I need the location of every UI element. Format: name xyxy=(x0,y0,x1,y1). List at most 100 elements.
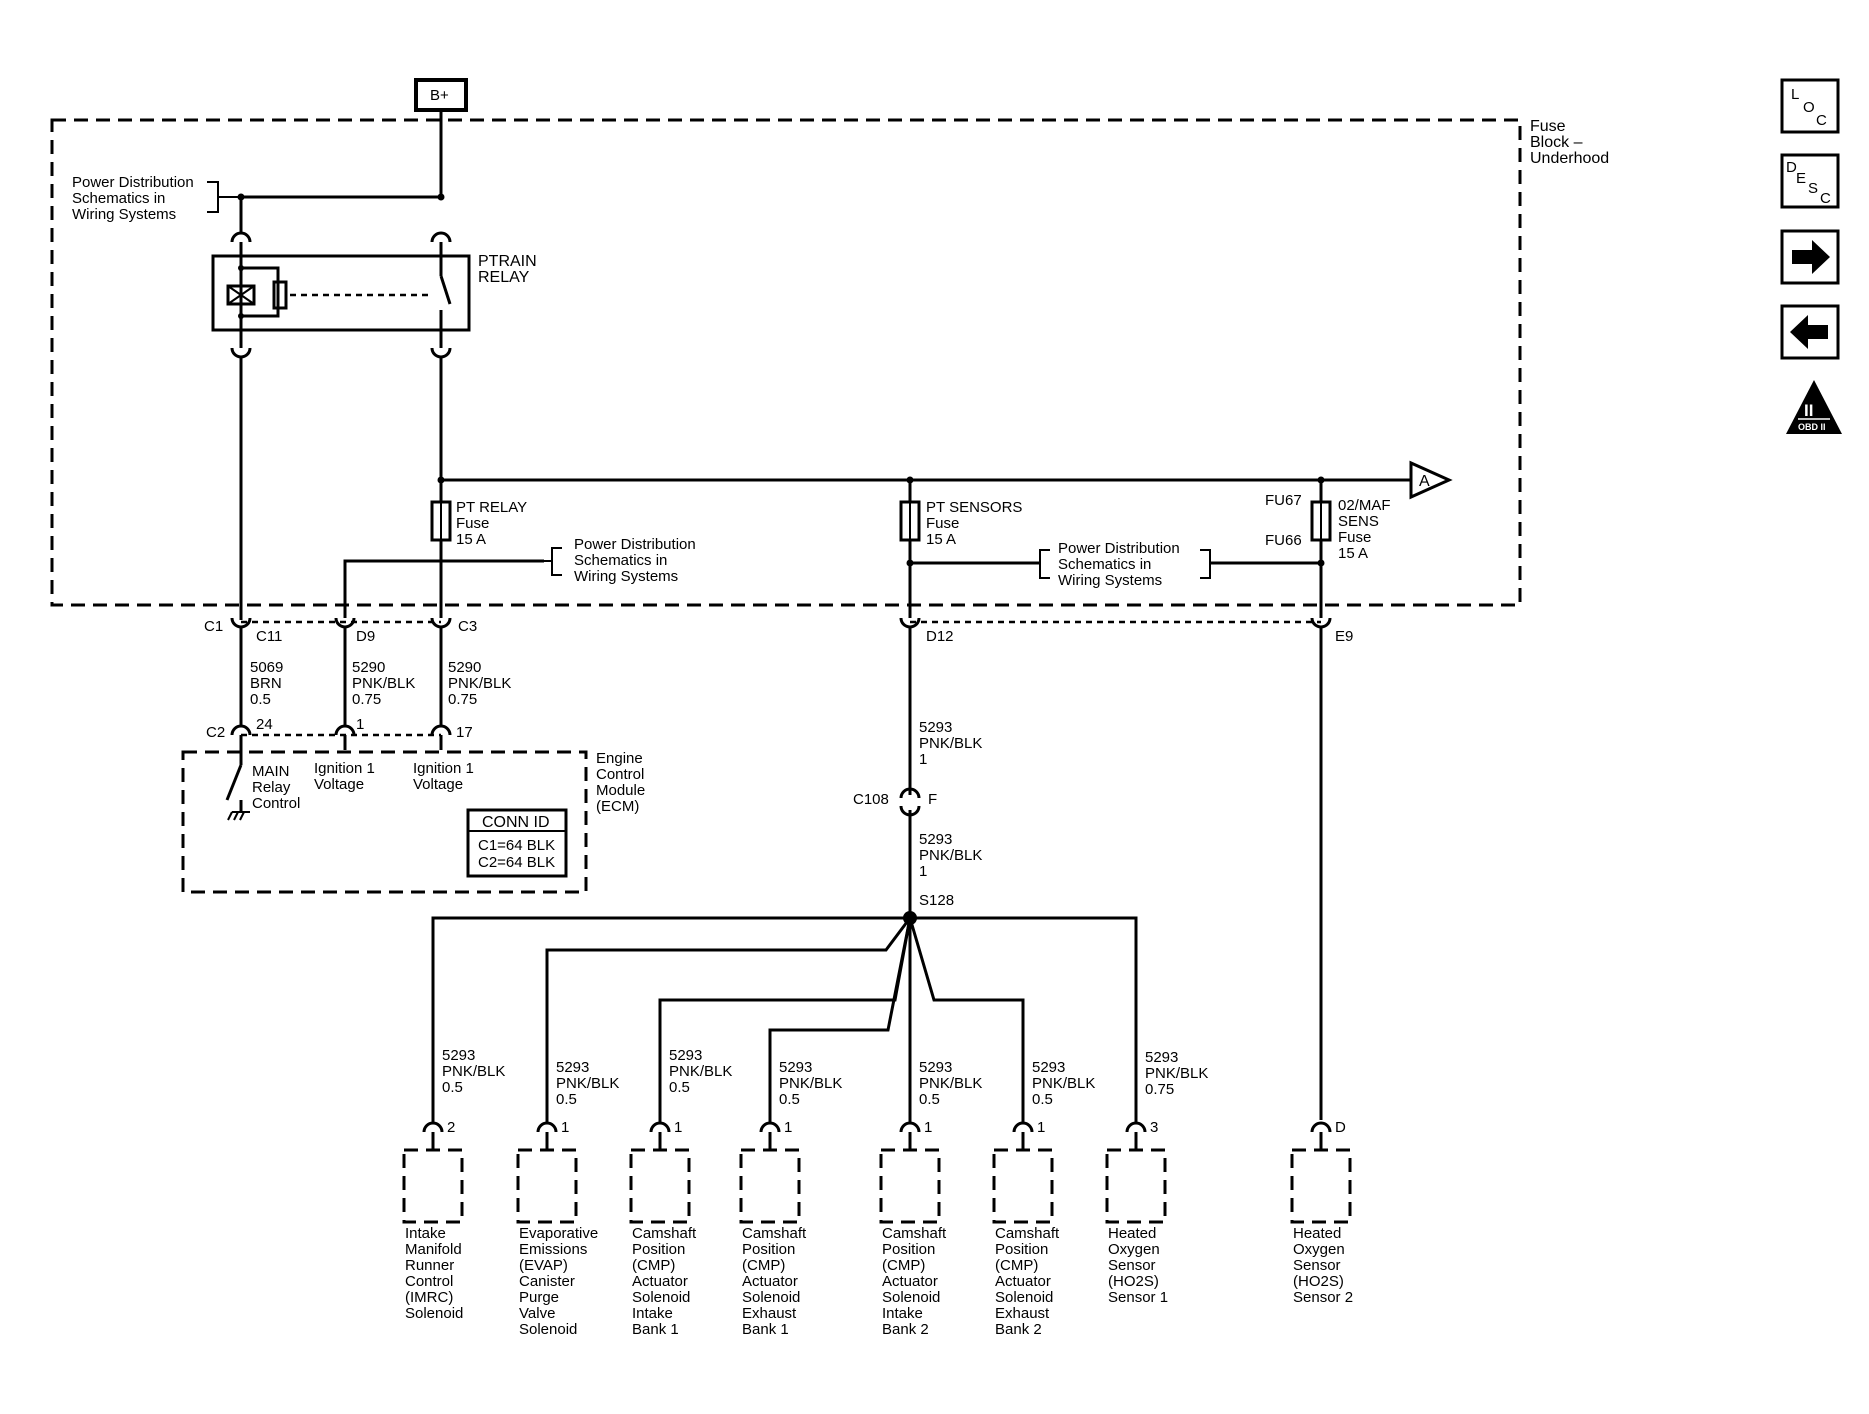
svg-text:Fuse: Fuse xyxy=(1530,118,1566,135)
load-3: 5293PNK/BLK0.51CamshaftPosition(CMP)Actu… xyxy=(739,1059,842,1338)
load-connector xyxy=(1310,1121,1332,1133)
svg-text:Fuse: Fuse xyxy=(456,515,489,532)
ecm-label: Engine Control Module (ECM) xyxy=(596,750,645,815)
conn-id-box xyxy=(466,808,568,878)
load-wire-label: 5293 xyxy=(556,1059,589,1076)
loads-group: 5293PNK/BLK0.52IntakeManifoldRunnerContr… xyxy=(402,1047,1353,1338)
load-name-line: Camshaft xyxy=(882,1225,947,1242)
svg-text:Voltage: Voltage xyxy=(314,776,364,793)
load-name-line: Camshaft xyxy=(995,1225,1060,1242)
load-name-line: Exhaust xyxy=(995,1305,1050,1322)
power-distribution-ref-top: Power Distribution Schematics in Wiring … xyxy=(72,174,194,223)
svg-text:SENS: SENS xyxy=(1338,513,1379,530)
load-pin-label: 1 xyxy=(784,1119,792,1136)
load-wire-label: 0.5 xyxy=(1032,1091,1053,1108)
load-pin-label: 2 xyxy=(447,1119,455,1136)
load-component-box xyxy=(879,1148,941,1224)
load-name-line: (IMRC) xyxy=(405,1289,453,1306)
ptrain-relay xyxy=(211,254,471,332)
load-connector xyxy=(1125,1121,1147,1133)
fuse-o2-maf-label: 02/MAF SENS Fuse 15 A FU67 FU66 xyxy=(1265,492,1391,562)
power-distribution-ref-mid-1: Power Distribution Schematics in Wiring … xyxy=(574,536,696,585)
fuse-block-label: Fuse Block – Underhood xyxy=(1530,118,1609,167)
load-name-line: Control xyxy=(405,1273,453,1290)
wire-5293-mid-label: 5293 PNK/BLK 1 xyxy=(919,831,982,880)
svg-text:15 A: 15 A xyxy=(1338,545,1368,562)
load-name-line: Solenoid xyxy=(632,1289,690,1306)
svg-text:02/MAF: 02/MAF xyxy=(1338,497,1391,514)
desc-button[interactable]: D E S C xyxy=(1780,153,1840,209)
load-5: 5293PNK/BLK0.51CamshaftPosition(CMP)Actu… xyxy=(992,1059,1095,1338)
ecm-connector-labels: C2 24 1 17 xyxy=(206,716,473,741)
load-wire-label: 5293 xyxy=(669,1047,702,1064)
load-name-line: Position xyxy=(632,1241,685,1258)
load-name-line: (CMP) xyxy=(995,1257,1038,1274)
load-name-line: Actuator xyxy=(995,1273,1051,1290)
svg-text:D: D xyxy=(1786,159,1797,176)
arrow-left-icon xyxy=(1790,315,1828,349)
load-name-line: Bank 2 xyxy=(882,1321,929,1338)
svg-text:Power Distribution: Power Distribution xyxy=(574,536,696,553)
svg-text:Engine: Engine xyxy=(596,750,643,767)
load-name-line: (HO2S) xyxy=(1293,1273,1344,1290)
svg-text:Schematics in: Schematics in xyxy=(574,552,667,569)
svg-text:Voltage: Voltage xyxy=(413,776,463,793)
load-name-line: Bank 1 xyxy=(632,1321,679,1338)
svg-text:Schematics in: Schematics in xyxy=(1058,556,1151,573)
load-name-line: Position xyxy=(882,1241,935,1258)
load-pin-label: 1 xyxy=(924,1119,932,1136)
load-name-line: Actuator xyxy=(882,1273,938,1290)
load-component-box xyxy=(992,1148,1054,1224)
load-name-line: Valve xyxy=(519,1305,555,1322)
svg-text:Control: Control xyxy=(252,795,300,812)
obd-ii-badge[interactable]: II OBD II xyxy=(1786,380,1842,434)
arrow-right-icon xyxy=(1792,240,1830,274)
svg-text:15 A: 15 A xyxy=(926,531,956,548)
load-pin-label: D xyxy=(1335,1119,1346,1136)
svg-text:BRN: BRN xyxy=(250,675,282,692)
svg-text:C1: C1 xyxy=(204,618,223,635)
load-component-box xyxy=(1290,1148,1352,1224)
load-wire-label: 5293 xyxy=(442,1047,475,1064)
load-name-line: Emissions xyxy=(519,1241,587,1258)
load-name-line: Manifold xyxy=(405,1241,462,1258)
load-name-line: Oxygen xyxy=(1108,1241,1160,1258)
previous-page-button[interactable] xyxy=(1780,304,1840,360)
svg-text:F: F xyxy=(928,791,937,808)
load-name-line: Intake xyxy=(882,1305,923,1322)
load-name-line: Solenoid xyxy=(405,1305,463,1322)
svg-text:1: 1 xyxy=(919,863,927,880)
load-name-line: Heated xyxy=(1108,1225,1156,1242)
loc-button[interactable]: L O C xyxy=(1780,78,1840,134)
svg-text:II: II xyxy=(1804,401,1813,420)
svg-text:Wiring Systems: Wiring Systems xyxy=(72,206,176,223)
offpage-label-a: A xyxy=(1419,473,1430,490)
load-pin-label: 3 xyxy=(1150,1119,1158,1136)
load-component-box xyxy=(629,1148,691,1224)
svg-text:C108: C108 xyxy=(853,791,889,808)
svg-text:Underhood: Underhood xyxy=(1530,150,1609,167)
svg-text:C2: C2 xyxy=(206,724,225,741)
load-name-line: Bank 2 xyxy=(995,1321,1042,1338)
load-name-line: Sensor xyxy=(1108,1257,1156,1274)
offpage-connector-a[interactable] xyxy=(1409,460,1453,500)
load-wire-label: 0.75 xyxy=(1145,1081,1174,1098)
svg-text:Power Distribution: Power Distribution xyxy=(72,174,194,191)
load-wire-label: 5293 xyxy=(919,1059,952,1076)
wire-5293-top-label: 5293 PNK/BLK 1 xyxy=(919,719,982,768)
svg-text:Schematics in: Schematics in xyxy=(72,190,165,207)
svg-text:RELAY: RELAY xyxy=(478,269,530,286)
load-wire-label: 5293 xyxy=(1145,1049,1178,1066)
load-name-line: Canister xyxy=(519,1273,575,1290)
load-pin-label: 1 xyxy=(674,1119,682,1136)
svg-text:C: C xyxy=(1816,112,1827,129)
load-name-line: (CMP) xyxy=(632,1257,675,1274)
load-name-line: Runner xyxy=(405,1257,454,1274)
load-wire-label: 0.5 xyxy=(919,1091,940,1108)
svg-text:C11: C11 xyxy=(256,628,282,645)
next-page-button[interactable] xyxy=(1780,229,1840,285)
load-name-line: Solenoid xyxy=(519,1321,577,1338)
svg-text:MAIN: MAIN xyxy=(252,763,290,780)
load-name-line: Sensor xyxy=(1293,1257,1341,1274)
load-2: 5293PNK/BLK0.51CamshaftPosition(CMP)Actu… xyxy=(629,1047,732,1338)
